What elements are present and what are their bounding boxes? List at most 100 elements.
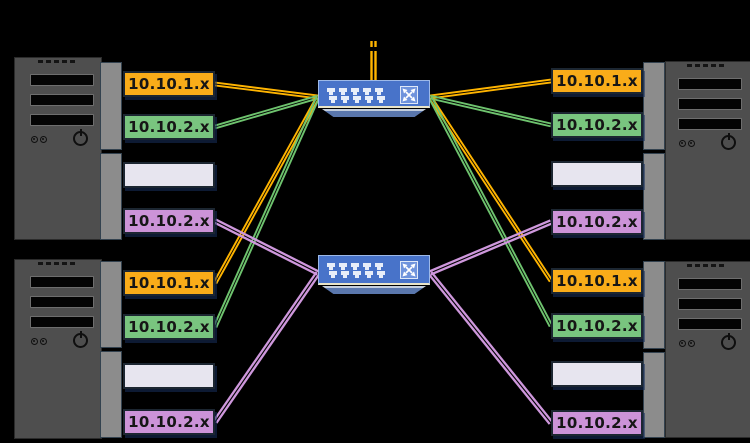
- ethernet-port-icon: [339, 88, 347, 95]
- vent-icon: [46, 60, 51, 63]
- vent-icon: [38, 262, 43, 265]
- server-bottom-right-nic-label-3: 10.10.2.x: [551, 410, 643, 436]
- ethernet-port-icon: [363, 263, 371, 270]
- ethernet-port-icon: [377, 271, 385, 278]
- drive-bay: [678, 78, 742, 90]
- ethernet-port-icon: [341, 96, 349, 103]
- ethernet-port-icon: [327, 263, 335, 270]
- network-cable: [214, 94, 318, 127]
- network-cable: [212, 96, 318, 327]
- server-top-right-nic-label-2: [551, 161, 643, 187]
- network-cable: [429, 78, 551, 97]
- led-indicator-icon: [40, 136, 47, 143]
- drive-bay: [678, 118, 742, 130]
- crossed-arrows-icon: [400, 261, 418, 279]
- ethernet-port-icon: [329, 271, 337, 278]
- power-button-icon: [73, 131, 88, 146]
- network-cable: [215, 218, 320, 273]
- network-cable: [429, 97, 551, 128]
- drive-bay: [678, 318, 742, 330]
- vent-icon: [703, 264, 708, 267]
- drive-bay: [30, 94, 94, 106]
- network-cable: [427, 273, 551, 425]
- server-bottom-right-nic-label-1: 10.10.2.x: [551, 313, 643, 339]
- server-top-left-nic-label-3: 10.10.2.x: [123, 208, 215, 234]
- ethernet-port-icon: [329, 96, 337, 103]
- network-cable: [212, 271, 318, 422]
- server-top-left-nic-bar: [100, 153, 122, 240]
- vent-icon: [719, 64, 724, 67]
- server-bottom-right-nic-label-0: 10.10.1.x: [551, 268, 643, 294]
- vent-icon: [687, 64, 692, 67]
- led-indicator-icon: [679, 140, 686, 147]
- ethernet-port-icon: [365, 271, 373, 278]
- ethernet-port-icon: [377, 96, 385, 103]
- power-button-icon: [721, 335, 736, 350]
- power-button-icon: [73, 333, 88, 348]
- switch-bottom-base: [322, 286, 426, 294]
- vent-icon: [62, 262, 67, 265]
- drive-bay: [678, 98, 742, 110]
- network-cable: [430, 95, 553, 281]
- server-bottom-right-nic-bar: [643, 352, 665, 438]
- network-cable: [430, 222, 553, 276]
- network-cable: [212, 95, 318, 283]
- network-cable: [430, 81, 552, 100]
- server-top-left-tower: [14, 57, 102, 240]
- ethernet-port-icon: [353, 96, 361, 103]
- vent-icon: [62, 60, 67, 63]
- vent-icon: [711, 64, 716, 67]
- network-cable: [213, 221, 318, 276]
- server-bottom-left-nic-label-2: [123, 363, 215, 389]
- ethernet-port-icon: [341, 271, 349, 278]
- server-bottom-right-tower: [665, 261, 750, 438]
- drive-bay: [30, 296, 94, 308]
- ethernet-port-icon: [375, 263, 383, 270]
- server-bottom-left-nic-label-3: 10.10.2.x: [123, 409, 215, 435]
- switch-top: [318, 80, 430, 108]
- switch-top-base: [322, 109, 426, 117]
- network-cable: [427, 97, 551, 328]
- server-top-right-nic-label-0: 10.10.1.x: [551, 68, 643, 94]
- server-top-left-nic-label-2: [123, 162, 215, 188]
- drive-bay: [678, 278, 742, 290]
- led-indicator-icon: [31, 136, 38, 143]
- vent-icon: [54, 60, 59, 63]
- ethernet-port-icon: [339, 263, 347, 270]
- led-indicator-icon: [40, 338, 47, 345]
- ethernet-port-icon: [375, 88, 383, 95]
- crossed-arrows-icon: [400, 86, 418, 104]
- drive-bay: [30, 114, 94, 126]
- server-bottom-left-tower: [14, 259, 102, 439]
- led-indicator-icon: [688, 140, 695, 147]
- vent-icon: [70, 262, 75, 265]
- vent-icon: [54, 262, 59, 265]
- network-cable: [215, 81, 319, 97]
- vent-icon: [695, 64, 700, 67]
- power-button-icon: [721, 135, 736, 150]
- drive-bay: [30, 276, 94, 288]
- server-top-right-nic-label-1: 10.10.2.x: [551, 112, 643, 138]
- led-indicator-icon: [688, 340, 695, 347]
- vent-icon: [719, 264, 724, 267]
- drive-bay: [30, 316, 94, 328]
- server-top-right-nic-label-3: 10.10.2.x: [551, 209, 643, 235]
- server-bottom-right-nic-label-2: [551, 361, 643, 387]
- vent-icon: [70, 60, 75, 63]
- vent-icon: [46, 262, 51, 265]
- server-top-right-nic-bar: [643, 153, 665, 240]
- ethernet-port-icon: [353, 271, 361, 278]
- server-bottom-left-nic-bar: [100, 351, 122, 438]
- network-cable: [215, 273, 321, 424]
- ethernet-port-icon: [351, 88, 359, 95]
- network-cable: [428, 97, 551, 283]
- ethernet-port-icon: [351, 263, 359, 270]
- server-bottom-left-nic-label-0: 10.10.1.x: [123, 270, 215, 296]
- drive-bay: [678, 298, 742, 310]
- server-top-right-tower: [665, 61, 750, 240]
- network-cable: [430, 95, 554, 326]
- network-cable: [215, 97, 321, 328]
- vent-icon: [38, 60, 43, 63]
- server-top-left-nic-bar: [100, 62, 122, 150]
